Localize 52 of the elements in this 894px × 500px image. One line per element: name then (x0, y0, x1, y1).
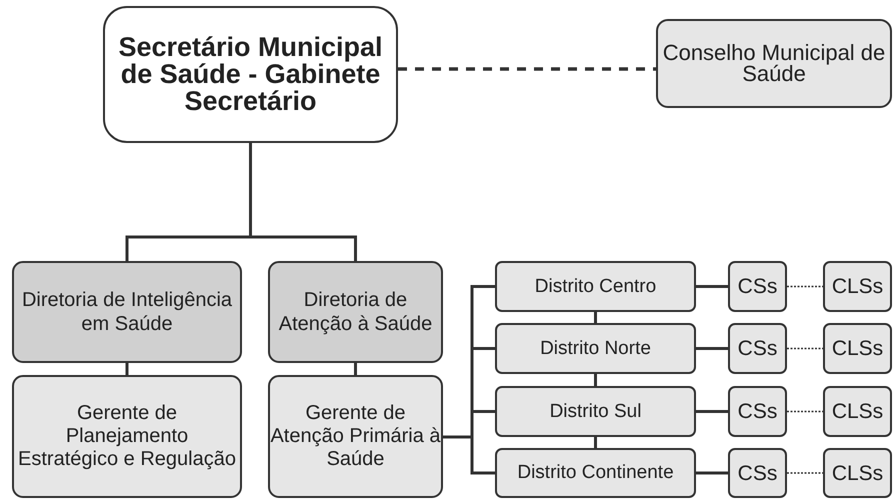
org-box (823, 386, 892, 437)
box-label: CLSs (832, 462, 884, 484)
box-label: Secretário Municipal de Saúde - Gabinete Secretário (117, 34, 384, 115)
org-box (495, 448, 696, 498)
box-label: CLSs (832, 276, 884, 297)
box-label: CSs (738, 276, 778, 297)
org-box (495, 323, 696, 374)
org-box (728, 323, 787, 374)
org-box (495, 261, 696, 312)
box-label: CLSs (832, 401, 884, 422)
org-box (268, 261, 443, 363)
org-box (728, 386, 787, 437)
org-box (268, 375, 443, 498)
org-box (103, 6, 398, 143)
box-label: Distrito Continente (517, 464, 674, 482)
connector-line (594, 437, 597, 448)
connector-line (443, 436, 495, 474)
connector-line (696, 347, 728, 350)
org-box (495, 386, 696, 437)
connector-line (594, 312, 597, 323)
connector-line (696, 410, 728, 413)
connector-line (696, 285, 728, 288)
box-label: Gerente de Planejamento Estratégico e Regulação (17, 402, 237, 471)
dashed-connector (787, 410, 823, 412)
connector-line (126, 363, 128, 375)
org-box (12, 375, 242, 498)
box-label: Distrito Norte (540, 339, 651, 358)
dashed-connector (787, 286, 823, 288)
box-label: Diretoria de Inteligência em Saúde (20, 288, 234, 336)
connector-line (696, 472, 728, 474)
dashed-connector (787, 472, 823, 474)
box-label: Distrito Centro (534, 277, 656, 296)
connector-line (594, 374, 597, 386)
box-label: CSs (738, 462, 778, 484)
org-box (823, 261, 892, 312)
org-box (823, 448, 892, 498)
connector-line (354, 363, 357, 375)
dashed-connector (398, 67, 656, 71)
box-label: Distrito Sul (550, 402, 642, 421)
box-label: Conselho Municipal de Saúde (662, 42, 886, 84)
org-box (823, 323, 892, 374)
org-box (12, 261, 242, 363)
box-label: CSs (738, 338, 778, 359)
box-label: Diretoria de Atenção à Saúde (278, 288, 434, 336)
box-label: CLSs (832, 338, 884, 359)
org-box (728, 261, 787, 312)
box-label: Gerente de Atenção Primária à Saúde (270, 402, 441, 471)
org-box (728, 448, 787, 498)
org-box (656, 19, 892, 108)
box-label: CSs (738, 401, 778, 422)
dashed-connector (787, 348, 823, 350)
connector-line (249, 143, 357, 261)
